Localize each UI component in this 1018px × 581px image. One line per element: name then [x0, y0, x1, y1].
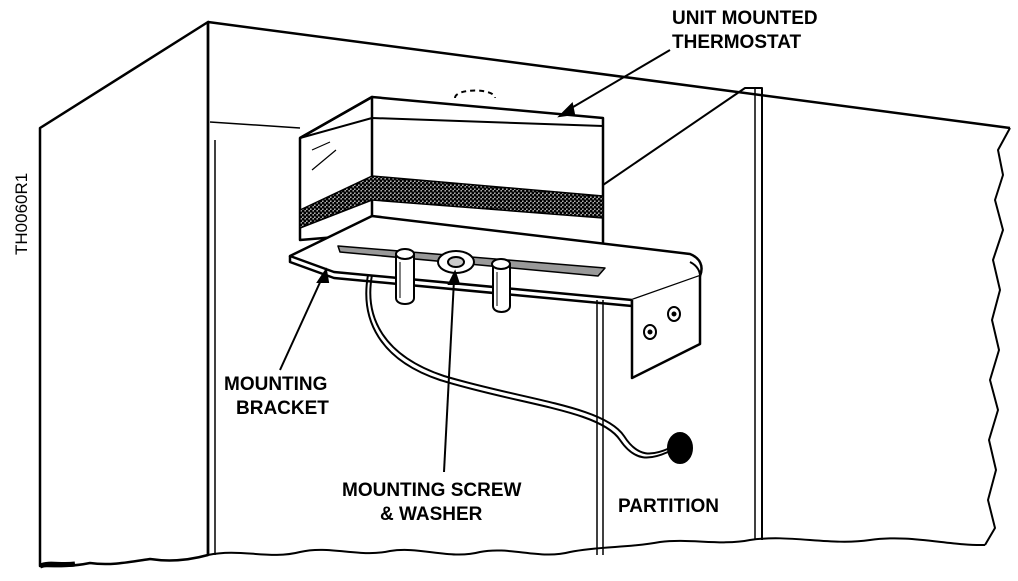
thermostat-label-line1: UNIT MOUNTED: [672, 8, 818, 29]
bracket-label-line2: BRACKET: [236, 398, 329, 419]
partition-label: PARTITION: [618, 496, 719, 517]
leader-arrows: [279, 49, 671, 473]
figure-code: TH0060R1: [12, 173, 31, 255]
mounting-screws: [395, 248, 511, 313]
left-wall: [38, 20, 210, 569]
sensing-wire: [365, 274, 693, 464]
bracket-label-line1: MOUNTING: [224, 374, 327, 395]
back-wall: [206, 20, 1011, 556]
screw-label-line1: MOUNTING SCREW: [342, 480, 522, 501]
thermostat-label-line2: THERMOSTAT: [672, 32, 802, 53]
screw-label-line2: & WASHER: [380, 504, 483, 525]
screw-washer: [437, 250, 475, 274]
thermostat-unit: [298, 89, 605, 250]
